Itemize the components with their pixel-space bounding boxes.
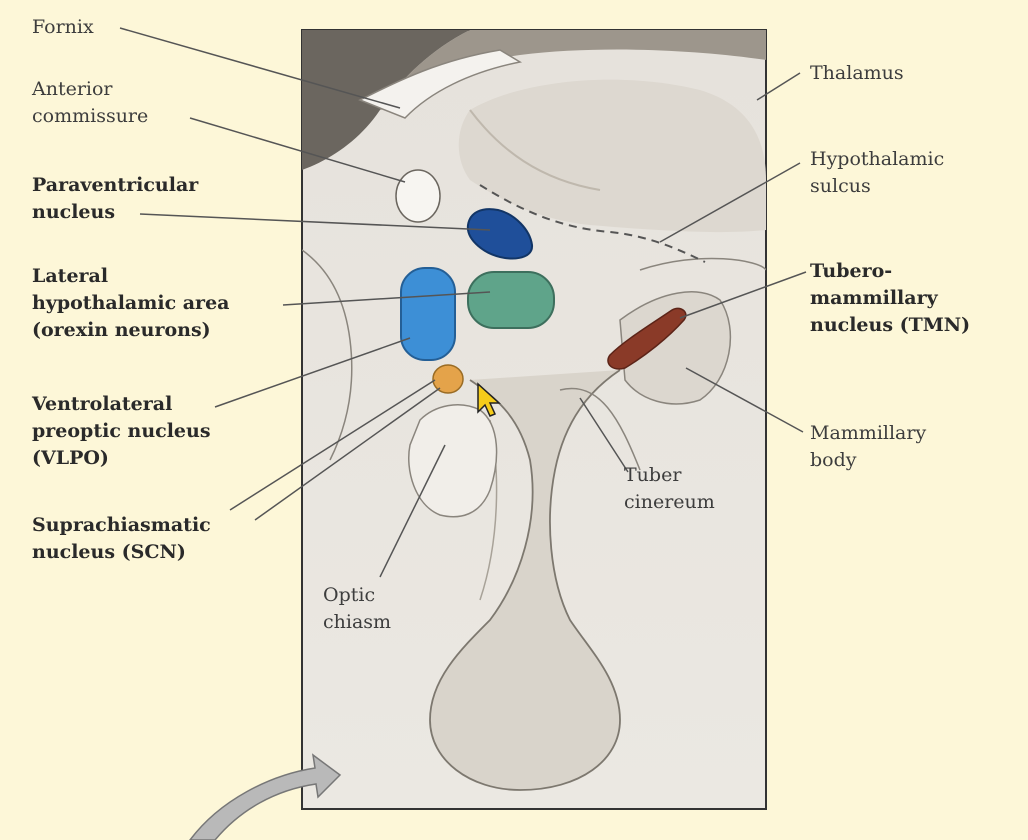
label-line: body: [810, 449, 857, 471]
label-line: Paraventricular: [32, 174, 199, 196]
label-line: cinereum: [624, 491, 715, 513]
label-tuber-cinereum: Tuber cinereum: [624, 462, 715, 516]
hypothalamic-sulcus-line: [479, 184, 706, 263]
label-tmn: Tubero- mammillary nucleus (TMN): [810, 258, 970, 339]
label-line: Tubero-: [810, 260, 893, 282]
label-vlpo: Ventrolateral preoptic nucleus (VLPO): [32, 391, 211, 472]
label-line: (VLPO): [32, 447, 109, 469]
label-scn: Suprachiasmatic nucleus (SCN): [32, 512, 211, 566]
label-fornix: Fornix: [32, 14, 94, 41]
orexin-green-shape: [467, 271, 555, 329]
label-line: Thalamus: [810, 62, 904, 84]
label-line: Optic: [323, 584, 376, 606]
vlpo-shape: [432, 364, 464, 394]
lateral-hypothalamic-shape: [400, 267, 456, 361]
label-line: sulcus: [810, 175, 871, 197]
label-paraventricular-nucleus: Paraventricular nucleus: [32, 172, 198, 226]
label-optic-chiasm: Optic chiasm: [323, 582, 391, 636]
label-line: Hypothalamic: [810, 148, 945, 170]
label-line: hypothalamic area: [32, 292, 230, 314]
left-lobe-outline: [302, 249, 353, 461]
label-line: Tuber: [624, 464, 682, 486]
curved-arrow-icon: [189, 753, 342, 840]
label-lateral-hypothalamic-area: Lateral hypothalamic area (orexin neuron…: [32, 263, 229, 344]
label-mammillary-body: Mammillary body: [810, 420, 926, 474]
optic-chiasm-shape: [408, 404, 498, 518]
label-line: chiasm: [323, 611, 392, 633]
label-line: (orexin neurons): [32, 319, 211, 341]
label-thalamus: Thalamus: [810, 60, 904, 87]
anterior-commissure-shape: [395, 169, 441, 223]
label-line: Anterior: [32, 78, 113, 100]
label-line: Ventrolateral: [32, 393, 173, 415]
label-line: Suprachiasmatic: [32, 514, 211, 536]
mouse-pointer-icon: [477, 382, 501, 417]
label-line: commissure: [32, 105, 149, 127]
label-fornix-line: Fornix: [32, 16, 94, 38]
label-line: nucleus (TMN): [810, 314, 971, 336]
fornix-shape: [358, 49, 523, 119]
tmn-shape: [607, 307, 687, 370]
label-line: mammillary: [810, 287, 938, 309]
label-line: Mammillary: [810, 422, 927, 444]
label-line: nucleus: [32, 201, 116, 223]
paraventricular-nucleus-shape: [466, 208, 534, 260]
brain-section: [302, 30, 766, 791]
label-anterior-commissure: Anterior commissure: [32, 76, 148, 130]
thalamus-shape: [458, 79, 766, 233]
mammillary-region: [619, 291, 732, 405]
label-line: nucleus (SCN): [32, 541, 186, 563]
label-hypothalamic-sulcus: Hypothalamic sulcus: [810, 146, 944, 200]
label-line: preoptic nucleus: [32, 420, 211, 442]
infundibulum: [429, 369, 621, 791]
leader-lines: [119, 27, 807, 578]
label-line: Lateral: [32, 265, 109, 287]
